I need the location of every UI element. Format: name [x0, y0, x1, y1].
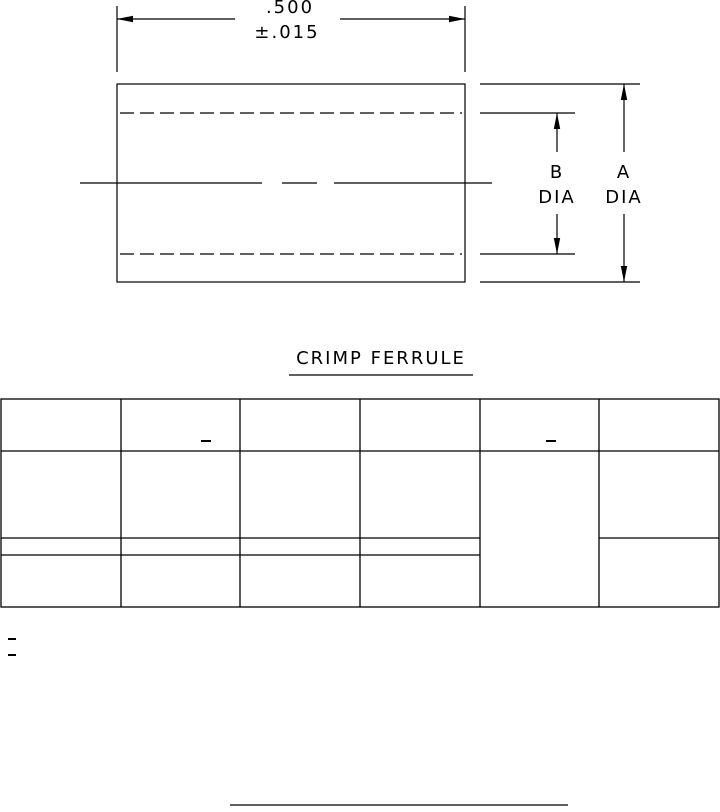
a-dimension-suffix: DIA	[605, 187, 642, 208]
b-dimension-letter: B	[550, 162, 564, 183]
length-value: .500	[266, 0, 314, 18]
a-dimension-letter: A	[617, 162, 631, 183]
length-tolerance: ±.015	[254, 22, 319, 43]
b-dimension-suffix: DIA	[538, 187, 575, 208]
dimension-table	[0, 398, 720, 608]
drawing-title: CRIMP FERRULE	[296, 348, 466, 369]
